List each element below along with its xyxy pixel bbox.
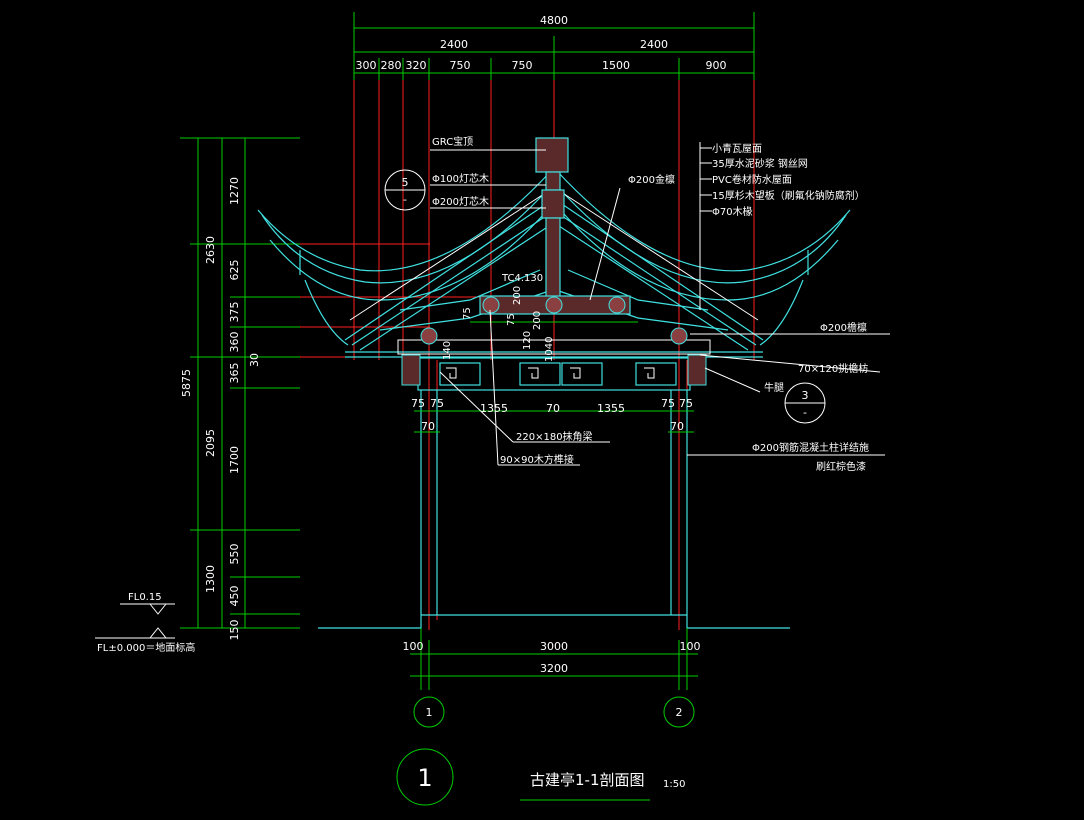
dim-h-30: 30: [248, 353, 261, 367]
beam-callouts: 220×180抹角梁 90×90木方榫接: [439, 309, 610, 466]
beam-frieze: [397, 327, 711, 391]
dim-m-75c: 75: [661, 397, 675, 410]
dim-seg-1: 300: [356, 59, 377, 72]
callout-bracket: 牛腿: [764, 381, 784, 394]
dim-v-1040: 1040: [544, 337, 555, 362]
top-dimension-chain: 4800 2400 2400 300 280 320 750 750 1500 …: [353, 12, 755, 100]
dim-m-70: 70: [546, 402, 560, 415]
level-fl015: FL0.15: [128, 592, 162, 603]
dim-half-left: 2400: [440, 38, 468, 51]
axis-1-circle: [413, 696, 445, 728]
dim-h-150: 150: [228, 620, 241, 641]
drawing-scale: 1:50: [663, 779, 685, 790]
dim-m-70r: 70: [670, 420, 684, 433]
dim-m-75b: 75: [430, 397, 444, 410]
left-callouts: GRC宝顶 Φ100灯芯木 Φ200灯芯木 5 -: [384, 135, 546, 211]
callout-rc-column: Φ200钢筋混凝土柱详结施: [752, 441, 869, 454]
axis-2-circle: [663, 696, 695, 728]
callout-tc-level: TC4.130: [501, 273, 543, 284]
bottom-dimensions: 100 3000 100 3200 1 2: [403, 628, 701, 728]
callout-fir-board: 15厚杉木望板（刷氟化钠防腐剂）: [712, 189, 865, 202]
dim-height-base: 1300: [204, 565, 217, 593]
mid-dimensions: 75 75 1355 70 1355 75 75 70 70: [411, 397, 694, 433]
dim-seg-6: 1500: [602, 59, 630, 72]
dim-v-120: 120: [522, 331, 533, 350]
dim-v-75b: 75: [506, 313, 517, 326]
dim-seg-7: 900: [706, 59, 727, 72]
dim-half-right: 2400: [640, 38, 668, 51]
callout-grc-finial: GRC宝顶: [432, 135, 473, 148]
dim-height-total: 5875: [180, 369, 193, 397]
level-fl000: FL±0.000＝地面标高: [97, 641, 195, 654]
drawing-title: 古建亭1-1剖面图: [530, 771, 645, 789]
title-block: 1 古建亭1-1剖面图 1:50: [396, 748, 685, 806]
axis-lines: [260, 80, 755, 630]
dim-m-1355a: 1355: [480, 402, 508, 415]
dim-v-200b: 200: [532, 311, 543, 330]
dim-h-1270: 1270: [228, 177, 241, 205]
dim-seg-3: 320: [406, 59, 427, 72]
dim-b-100r: 100: [680, 640, 701, 653]
callout-paint: 刷红棕色漆: [816, 460, 866, 473]
detail-3-sheet: -: [803, 406, 807, 419]
detail-5-number: 5: [402, 176, 409, 189]
dim-b-100l: 100: [403, 640, 424, 653]
detail-3-number: 3: [802, 389, 809, 402]
callout-tile-roof: 小青瓦屋面: [712, 142, 762, 155]
dim-h-550: 550: [228, 544, 241, 565]
callout-tenon: 90×90木方榫接: [500, 453, 574, 466]
axis-1-label: 1: [426, 706, 433, 719]
dim-m-70l: 70: [421, 420, 435, 433]
level-marks: FL0.15 FL±0.000＝地面标高: [95, 592, 195, 654]
title-number-circle: [396, 748, 454, 806]
dim-m-75d: 75: [679, 397, 693, 410]
callout-gold-purlin: Φ200金檩: [628, 173, 675, 186]
detail-5-sheet: -: [403, 193, 407, 206]
dim-v-200a: 200: [512, 286, 523, 305]
dim-h-1700: 1700: [228, 446, 241, 474]
callout-mortar: 35厚水泥砂浆 钢丝网: [712, 157, 808, 170]
dim-b-3200: 3200: [540, 662, 568, 675]
columns: [318, 390, 790, 629]
dim-m-75a: 75: [411, 397, 425, 410]
title-number: 1: [417, 764, 432, 792]
dim-v-75a: 75: [462, 307, 473, 320]
dim-h-625: 625: [228, 260, 241, 281]
dim-v-140: 140: [442, 341, 453, 360]
mid-callouts: Φ200金檩 TC4.130 75 200 75 120 200 1040 14…: [442, 173, 675, 362]
dim-h-375: 375: [228, 302, 241, 323]
callout-lamp-core-100: Φ100灯芯木: [432, 172, 489, 185]
dim-overall: 4800: [540, 14, 568, 27]
dim-seg-5: 750: [512, 59, 533, 72]
callout-rafter: Φ70木椽: [712, 205, 753, 218]
dim-h-360: 360: [228, 332, 241, 353]
callout-pvc: PVC卷材防水屋面: [712, 173, 792, 186]
callout-corner-beam: 220×180抹角梁: [516, 430, 593, 443]
dim-m-1355b: 1355: [597, 402, 625, 415]
dim-h-450: 450: [228, 586, 241, 607]
dim-b-3000: 3000: [540, 640, 568, 653]
right-callouts: 小青瓦屋面 35厚水泥砂浆 钢丝网 PVC卷材防水屋面 15厚杉木望板（刷氟化钠…: [687, 142, 890, 473]
dim-height-mid: 2095: [204, 429, 217, 457]
callout-lamp-core-200: Φ200灯芯木: [432, 195, 489, 208]
axis-2-label: 2: [676, 706, 683, 719]
dim-h-365: 365: [228, 363, 241, 384]
left-dimension-chain: 5875 2630 2095 1300 1270 625 375 360 365…: [180, 137, 300, 641]
dim-height-roof: 2630: [204, 236, 217, 264]
finial: [470, 137, 638, 323]
dim-seg-2: 280: [381, 59, 402, 72]
roof: [257, 169, 851, 358]
callout-eave-purlin: Φ200檐檩: [820, 321, 867, 334]
dim-seg-4: 750: [450, 59, 471, 72]
callout-eave-beam: 70×120挑檐枋: [798, 362, 868, 375]
